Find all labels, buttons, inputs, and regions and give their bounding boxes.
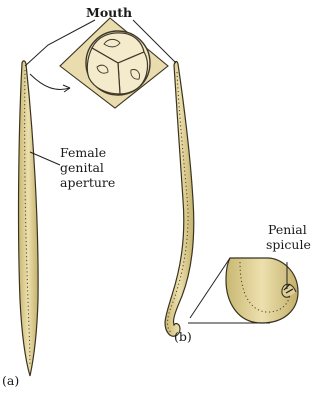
female-worm-body	[19, 61, 39, 376]
label-female-genital-aperture-line2: genital	[60, 161, 104, 175]
mouth-lips	[87, 33, 147, 94]
label-figure-b: (b)	[174, 330, 192, 344]
tail-connector-top	[190, 258, 230, 318]
label-female-genital-aperture-line1: Female	[60, 146, 106, 160]
mouth-pointer-arrow	[30, 74, 70, 89]
label-female-genital-aperture-line3: aperture	[60, 176, 115, 190]
label-penial-spicule-line2: spicule	[266, 238, 311, 252]
male-worm-body	[165, 61, 194, 336]
label-figure-a: (a)	[2, 374, 19, 388]
label-mouth: Mouth	[86, 6, 132, 20]
label-penial-spicule-line1: Penial	[268, 223, 307, 237]
